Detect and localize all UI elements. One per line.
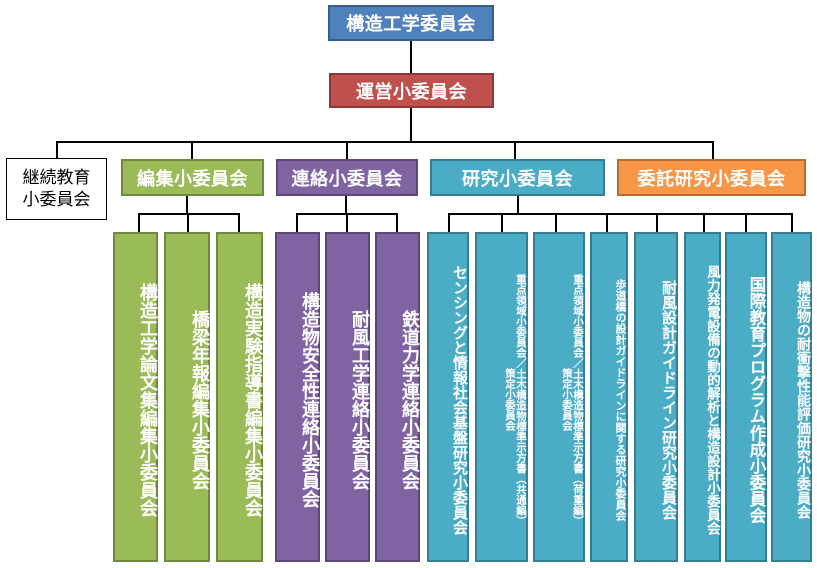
kenkyu-child-3: 重点領域小委員会／土木構造物標準示方書（荷重編） 策定小委員会 — [533, 232, 585, 562]
connector-drop-renraku — [346, 141, 348, 160]
kenkyu-child-2: 重点領域小委員会／土木構造物標準示方書（共通編） 策定小委員会 — [475, 232, 528, 562]
renraku-subcommittee-box: 連絡小委員会 — [276, 159, 418, 196]
connector-henshu-drop-2 — [187, 213, 189, 233]
connector-kenkyu-bar — [448, 213, 793, 215]
connector-kenkyu-drop-8 — [791, 213, 793, 233]
renraku-child-3: 鉄道力学連絡小委員会 — [375, 232, 420, 562]
connector-kenkyu-drop-3 — [555, 213, 557, 233]
henshu-child-3: 構造実験指導書編集小委員会 — [216, 232, 263, 562]
kenkyu-child-5: 耐風設計ガイドライン研究小委員会 — [634, 232, 678, 562]
kenkyu-child-6: 風力発電設備の動的解析と構造設計小委員会 — [684, 232, 721, 562]
connector-level2-bar — [56, 141, 713, 143]
henshu-child-1: 構造工学論文集編集小委員会 — [113, 232, 158, 562]
connector-henshu-bar — [138, 213, 240, 215]
top-committee-box: 構造工学委員会 — [328, 5, 494, 41]
connector-henshu-drop-1 — [138, 213, 140, 233]
kenkyu-child-1: センシングと情報社会基盤研究小委員会 — [427, 232, 469, 562]
henshu-child-2: 橋梁年報編集小委員会 — [164, 232, 210, 562]
connector-kenkyu-down — [517, 196, 519, 214]
connector-kenkyu-drop-6 — [703, 213, 705, 233]
connector-henshu-drop-3 — [238, 213, 240, 233]
connector-renraku-drop-1 — [296, 213, 298, 233]
connector-drop-keizoku — [56, 141, 58, 159]
itaku-subcommittee-box: 委託研究小委員会 — [617, 159, 806, 196]
connector-drop-itaku — [712, 141, 714, 160]
unei-subcommittee-box: 運営小委員会 — [329, 73, 494, 108]
connector-kenkyu-drop-1 — [448, 213, 450, 233]
connector-drop-henshu — [191, 141, 193, 160]
keizoku-subcommittee-box: 継続教育 小委員会 — [6, 158, 107, 220]
connector-renraku-down — [345, 196, 347, 214]
connector-kenkyu-drop-7 — [745, 213, 747, 233]
connector-renraku-drop-2 — [346, 213, 348, 233]
connector-henshu-down — [186, 196, 188, 214]
connector-kenkyu-drop-4 — [606, 213, 608, 233]
renraku-child-1: 構造物安全性連絡小委員会 — [275, 232, 320, 562]
connector-kenkyu-drop-2 — [501, 213, 503, 233]
connector-top-to-unei — [410, 41, 412, 74]
connector-unei-down — [410, 108, 412, 142]
connector-drop-kenkyu — [514, 141, 516, 160]
kenkyu-child-7: 国際教育プログラム作成小委員会 — [725, 232, 767, 562]
kenkyu-child-4: 歩道橋の設計ガイドラインに関する研究小委員会 — [590, 232, 628, 562]
henshu-subcommittee-box: 編集小委員会 — [121, 159, 264, 196]
connector-renraku-drop-3 — [396, 213, 398, 233]
kenkyu-child-8: 構造物の耐衝撃性能評価研究小委員会 — [771, 232, 812, 562]
kenkyu-subcommittee-box: 研究小委員会 — [430, 159, 605, 196]
renraku-child-2: 耐風工学連絡小委員会 — [325, 232, 370, 562]
connector-kenkyu-drop-5 — [656, 213, 658, 233]
